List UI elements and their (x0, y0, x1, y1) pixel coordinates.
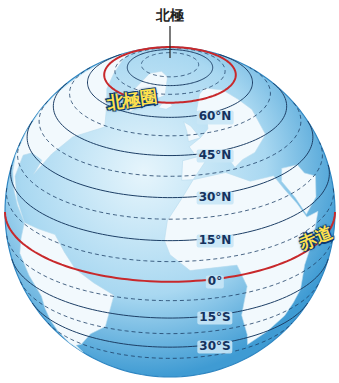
latitude-line (18, 142, 323, 219)
land-mass (20, 223, 114, 353)
land-mass (184, 122, 201, 142)
latitude-label: 15°N (197, 234, 234, 247)
latitude-line (11, 165, 330, 241)
latitude-line (12, 259, 328, 318)
latitude-line (27, 121, 313, 198)
latitude-label: 0° (206, 275, 224, 288)
latitude-label: 15°S (197, 311, 232, 324)
latitude-label: 30°S (197, 341, 232, 354)
latitude-label: 60°N (197, 111, 234, 124)
latitude-line (6, 188, 333, 261)
latitude-line (20, 282, 319, 334)
latitude-line (48, 323, 292, 359)
land-mass (13, 51, 135, 223)
globe-sphere (5, 47, 335, 377)
latitude-label: 30°N (197, 191, 234, 204)
red-latitude-line (5, 212, 335, 282)
pole-label: 北極 (154, 8, 186, 23)
latitude-line (7, 236, 334, 301)
leader-line (169, 26, 170, 58)
latitude-line (39, 101, 301, 176)
latitude-label: 45°N (197, 149, 234, 162)
